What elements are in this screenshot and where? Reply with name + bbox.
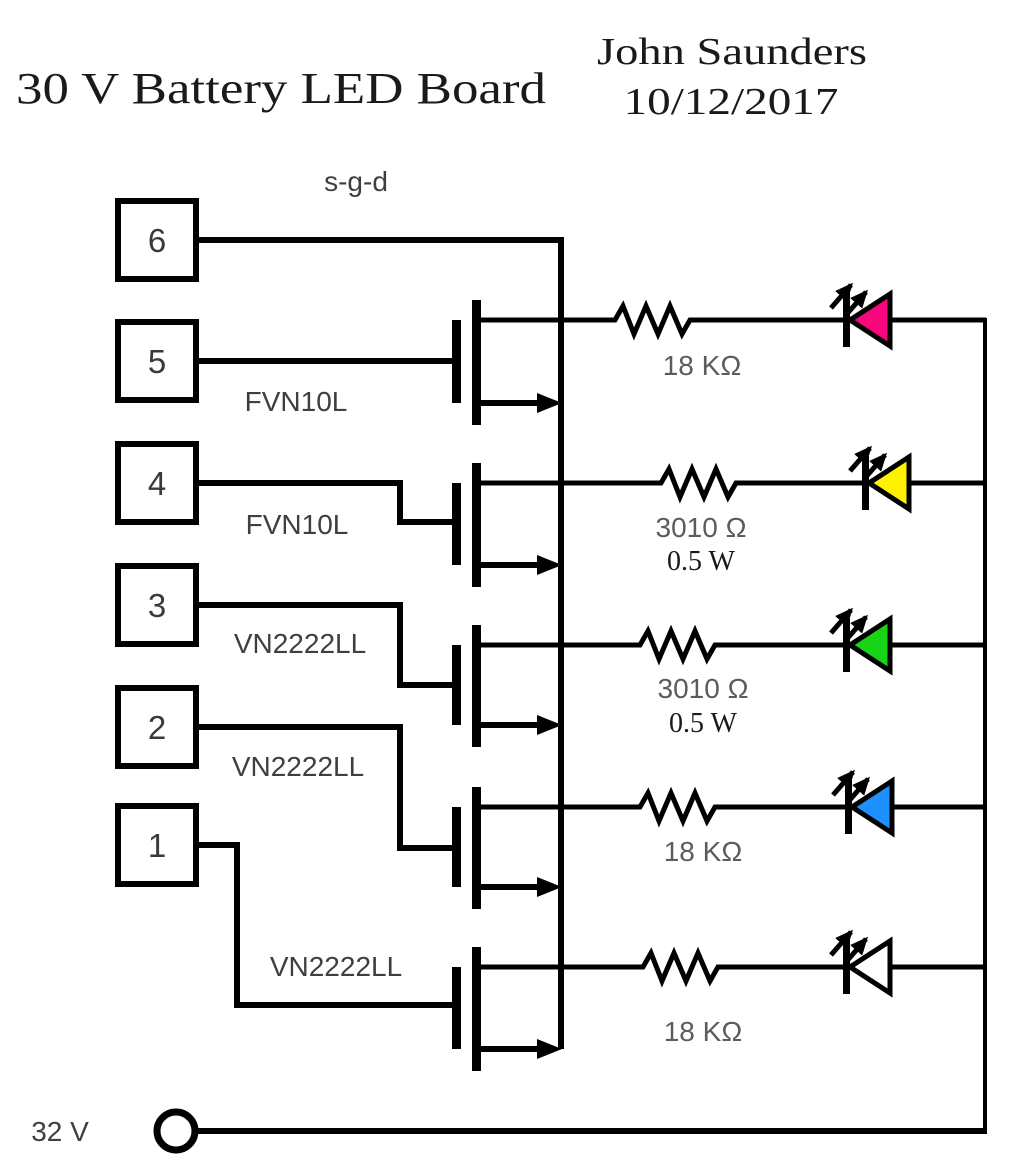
connector-pins: 6 5 4 3 2 1 [115, 198, 199, 887]
source-arrow [537, 1039, 562, 1059]
wire-pin3-gate3 [196, 602, 454, 688]
channel-bar [472, 463, 481, 587]
pin-box-5 [115, 319, 199, 403]
pin-label-2: 2 [148, 709, 166, 746]
pin-label-5: 5 [148, 343, 166, 380]
transistor-label-2: FVN10L [246, 509, 349, 540]
mosfet-4 [452, 787, 562, 909]
led-4 [831, 769, 895, 838]
page-title: 30 V Battery LED Board [16, 64, 546, 113]
gate-bar [452, 645, 461, 725]
light-emission-arrow [844, 936, 868, 964]
resistor-watts-2: 0.5 W [667, 546, 735, 577]
resistor-value-1: 18 KΩ [663, 350, 742, 381]
led-channel-row-5: 18 KΩ [452, 929, 986, 1071]
supply-terminal [153, 1108, 199, 1154]
light-emission-arrow [829, 607, 853, 635]
transistor-label-1: FVN10L [245, 386, 348, 417]
light-emission-arrow [848, 445, 872, 473]
led-channel-row-2: 3010 Ω 0.5 W [452, 445, 986, 587]
resistor-value-4: 18 KΩ [664, 836, 743, 867]
date-label: 10/12/2017 [624, 81, 839, 123]
drain-line-and-resistor-4 [479, 786, 845, 828]
mosfet-5 [452, 947, 562, 1071]
wire-pin6-source-bus [196, 237, 564, 1049]
wire-pin2-gate4 [196, 724, 454, 851]
supply-voltage-label: 32 V [31, 1116, 89, 1147]
resistor-value-5: 18 KΩ [664, 1016, 743, 1047]
mosfet-2 [452, 463, 562, 587]
pin-box-6 [115, 198, 199, 282]
pin-box-4 [115, 441, 199, 525]
gate-bar [452, 320, 461, 403]
source-arrow [537, 393, 562, 413]
gate-bar [452, 967, 461, 1049]
led-2 [848, 445, 912, 514]
led-channel-row-4: 18 KΩ [452, 769, 986, 909]
led-channel-row-3: 3010 Ω 0.5 W [452, 607, 986, 747]
gate-bar [452, 807, 461, 887]
led-3 [829, 607, 893, 676]
light-emission-arrow [846, 776, 870, 804]
light-emission-arrow [829, 282, 853, 310]
led-channel-row-1: 18 KΩ [452, 282, 986, 425]
channel-bar [472, 787, 481, 909]
pin-box-2 [115, 685, 199, 769]
pin-label-4: 4 [148, 465, 166, 502]
drain-line-and-resistor-2 [479, 462, 862, 504]
author-name: John Saunders [597, 31, 867, 73]
drain-line-and-resistor-1 [479, 299, 843, 341]
light-emission-arrow [829, 929, 853, 957]
pin-label-1: 1 [148, 827, 166, 864]
resistor-watts-3: 0.5 W [669, 708, 737, 739]
drain-line-and-resistor-3 [479, 624, 843, 666]
resistor-value-3: 3010 Ω [658, 673, 749, 704]
light-emission-arrow [844, 614, 868, 642]
pin-wiring [196, 237, 564, 1049]
pin-order-label: s-g-d [324, 166, 388, 197]
channel-bar [472, 300, 481, 425]
led-5 [829, 929, 893, 998]
channel-bar [472, 625, 481, 747]
wire-pin4-gate2 [196, 480, 454, 525]
mosfet-3 [452, 625, 562, 747]
source-arrow [537, 555, 562, 575]
transistor-label-5: VN2222LL [270, 951, 402, 982]
gate-bar [452, 483, 461, 565]
resistor-value-2: 3010 Ω [656, 512, 747, 543]
drain-line-and-resistor-5 [479, 946, 843, 988]
led-1 [829, 282, 893, 351]
pin-label-3: 3 [148, 587, 166, 624]
source-arrow [537, 715, 562, 735]
light-emission-arrow [831, 769, 855, 797]
transistor-label-4: VN2222LL [232, 751, 364, 782]
transistor-label-3: VN2222LL [234, 628, 366, 659]
mosfet-1 [452, 300, 562, 425]
light-emission-arrow [863, 452, 887, 480]
light-emission-arrow [844, 289, 868, 317]
source-arrow [537, 877, 562, 897]
channel-bar [472, 947, 481, 1071]
wire-pin1-gate5 [196, 842, 454, 1008]
pin-label-6: 6 [148, 222, 166, 259]
